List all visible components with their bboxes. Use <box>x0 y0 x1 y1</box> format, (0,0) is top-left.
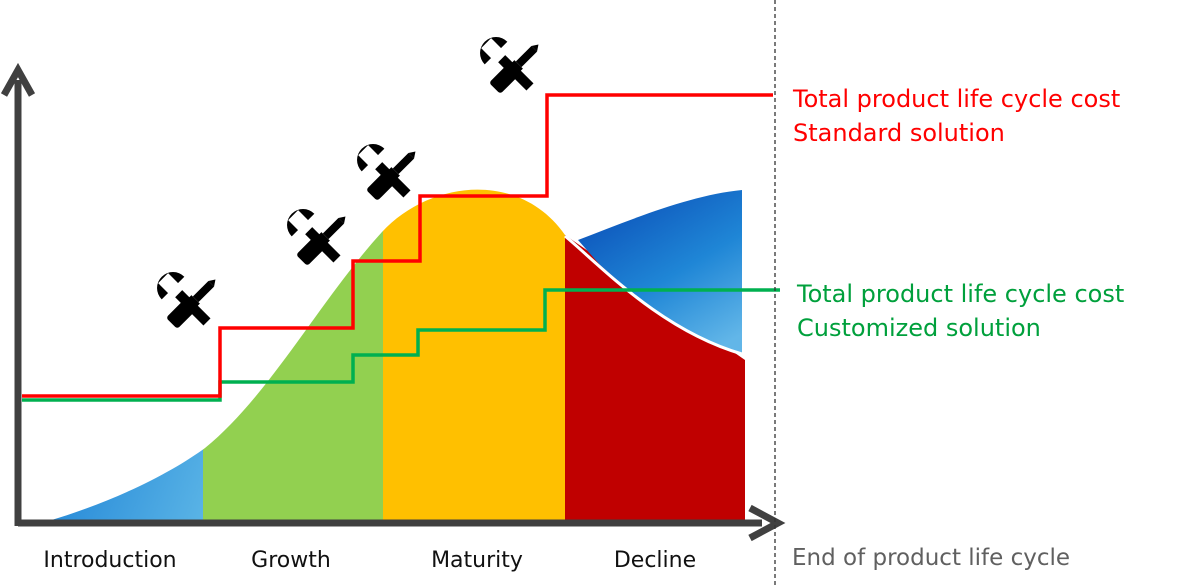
wrench-screwdriver-icon <box>473 30 545 99</box>
decline-curve-edge <box>564 234 743 356</box>
end-of-life-label: End of product life cycle <box>792 545 1071 571</box>
standard-cost-line <box>22 93 773 398</box>
legend-standard-line2: Standard solution <box>793 119 1005 147</box>
legend-customized-line2: Customized solution <box>797 314 1041 342</box>
legend-customized: Total product life cycle cost Customized… <box>797 277 1124 345</box>
stage-label-maturity: Maturity <box>431 548 523 573</box>
wrench-screwdriver-icon <box>280 202 352 271</box>
legend-customized-line1: Total product life cycle cost <box>797 280 1125 308</box>
legend-standard-line1: Total product life cycle cost <box>793 85 1121 113</box>
stage-label-introduction: Introduction <box>43 548 177 573</box>
x-axis-arrow-icon <box>748 504 786 542</box>
decline-extension-shape <box>578 190 742 354</box>
wrench-screwdriver-icon <box>350 137 422 206</box>
wrench-screwdriver-icon <box>150 265 222 334</box>
stage-label-growth: Growth <box>251 548 331 573</box>
y-axis-arrow-icon <box>0 62 36 97</box>
legend-standard: Total product life cycle cost Standard s… <box>793 82 1120 150</box>
stage-label-decline: Decline <box>613 548 697 573</box>
introduction-area <box>45 189 203 522</box>
